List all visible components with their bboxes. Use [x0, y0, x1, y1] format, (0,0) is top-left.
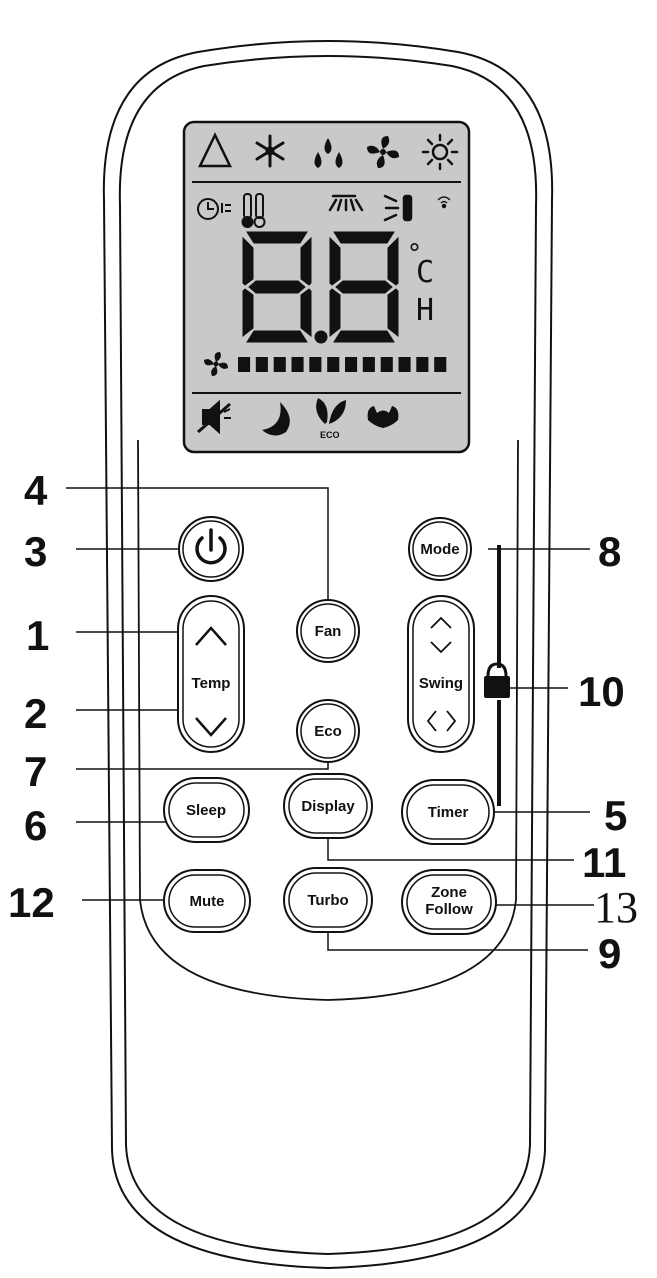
- sun-heat-icon: [421, 133, 459, 171]
- temp-down-icon[interactable]: [195, 717, 227, 737]
- mute-button[interactable]: Mute: [163, 869, 251, 933]
- timer-button[interactable]: Timer: [401, 779, 495, 845]
- callout-3: 3: [24, 528, 47, 575]
- fan-button-label: Fan: [315, 623, 342, 640]
- callout-10: 10: [578, 668, 625, 715]
- fan-level-bar: [238, 357, 447, 372]
- swing-horizontal-icon: [426, 710, 457, 732]
- callout-12: 12: [8, 879, 55, 926]
- mute-icon: [197, 399, 231, 435]
- moon-sleep-icon: [262, 402, 290, 436]
- snowflake-icon: [255, 134, 285, 168]
- zone-follow-button[interactable]: Zone Follow: [401, 869, 497, 935]
- power-button[interactable]: [178, 516, 244, 582]
- swing-button-label: Swing: [419, 675, 463, 692]
- sleep-button[interactable]: Sleep: [163, 777, 250, 843]
- swing-button[interactable]: Swing: [407, 595, 475, 753]
- callout-8: 8: [598, 528, 621, 575]
- callout-6: 6: [24, 802, 47, 849]
- fan-level-segment: [398, 357, 411, 372]
- turbo-button[interactable]: Turbo: [283, 867, 373, 933]
- eco-button-label: Eco: [314, 723, 342, 740]
- mute-button-label: Mute: [190, 893, 225, 910]
- fan-level-segment: [362, 357, 375, 372]
- button-panel-outline: [137, 439, 519, 1001]
- fan-level-segment: [434, 357, 447, 372]
- sleep-button-label: Sleep: [186, 802, 226, 819]
- eco-leaf-text: ECO: [320, 430, 340, 440]
- swing-vertical-icon: [430, 616, 452, 654]
- remote-body: [102, 40, 554, 1270]
- unit-h: H: [416, 293, 434, 328]
- callout-5: 5: [604, 792, 627, 839]
- turbo-icon: [367, 406, 399, 428]
- fan-icon: [367, 136, 399, 168]
- temp-button-label: Temp: [192, 675, 231, 692]
- auto-triangle-icon: [198, 132, 232, 168]
- timer-button-label: Timer: [428, 804, 469, 821]
- fan-level-segment: [345, 357, 358, 372]
- zone-follow-button-label-line2: Follow: [425, 901, 473, 918]
- louver-icon: [328, 194, 364, 212]
- dry-droplets-icon: [314, 138, 343, 168]
- eco-button[interactable]: Eco: [296, 699, 360, 763]
- fan-level-segment: [380, 357, 393, 372]
- callout-4: 4: [24, 467, 48, 514]
- mode-button-label: Mode: [420, 541, 459, 558]
- fan-level-segment: [273, 357, 286, 372]
- swing-icon: [383, 194, 413, 222]
- timer-clock-icon: [197, 198, 231, 220]
- callout-1: 1: [26, 612, 49, 659]
- unit-c: C: [416, 255, 434, 290]
- fan-level-segment: [291, 357, 304, 372]
- fan-button[interactable]: Fan: [296, 599, 360, 663]
- callout-9: 9: [598, 930, 621, 977]
- lcd-digits: [242, 231, 399, 344]
- eco-leaf-icon: ECO: [316, 398, 346, 440]
- display-button-label: Display: [301, 798, 355, 815]
- fan-level-segment: [416, 357, 429, 372]
- temp-button[interactable]: Temp: [177, 595, 245, 753]
- display-button[interactable]: Display: [283, 773, 373, 839]
- temp-up-icon[interactable]: [195, 626, 227, 646]
- signal-icon: [437, 196, 451, 209]
- callout-13: 13: [594, 883, 638, 932]
- power-icon: [195, 528, 227, 565]
- callout-2: 2: [24, 690, 47, 737]
- thermometer-icon: [241, 193, 266, 228]
- mode-button[interactable]: Mode: [408, 517, 472, 581]
- callout-7: 7: [24, 748, 47, 795]
- fan-level-segment: [309, 357, 322, 372]
- degree-symbol: °: [408, 239, 421, 269]
- callout-11: 11: [582, 839, 626, 886]
- fan-level-segment: [327, 357, 340, 372]
- zone-follow-button-label-line1: Zone: [431, 884, 467, 901]
- fan-level-fan-icon: [204, 352, 228, 376]
- callout-numbers: 4 3 1 2 7 6 12 8 10 5 11 13 9: [8, 467, 638, 977]
- lcd-screen: 88 ° C H ECO: [182, 120, 471, 454]
- fan-level-segment: [238, 357, 251, 372]
- fan-level-segment: [255, 357, 268, 372]
- lock-icon: [484, 662, 510, 698]
- turbo-button-label: Turbo: [307, 892, 348, 909]
